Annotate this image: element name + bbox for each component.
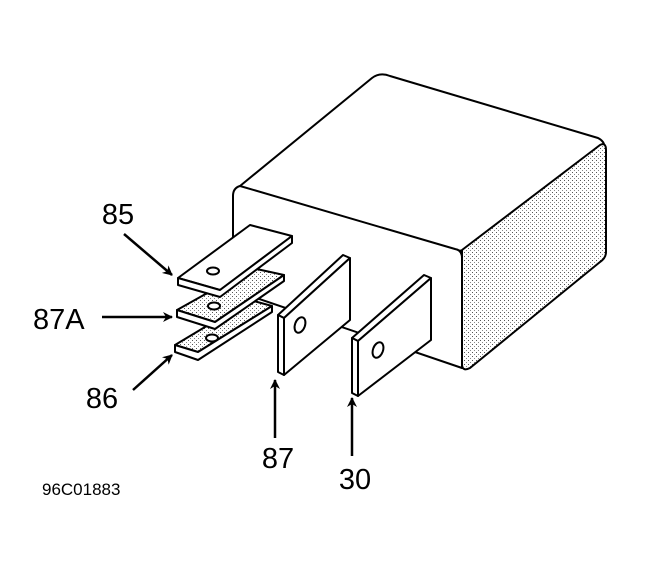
label-85: 85: [102, 199, 134, 231]
label-87a: 87A: [33, 304, 85, 336]
terminal-85: [177, 224, 293, 298]
terminal-30: [351, 274, 432, 397]
callout-arrows: [102, 233, 357, 456]
label-87: 87: [262, 443, 294, 475]
terminal-86: [174, 299, 273, 361]
label-86: 86: [86, 383, 118, 415]
arrow-86: [132, 354, 173, 391]
label-30: 30: [339, 464, 371, 496]
figure-code: 96C01883: [42, 480, 120, 499]
arrow-85: [123, 233, 173, 276]
housing-side-face: [461, 143, 607, 371]
terminal-87: [277, 254, 351, 376]
terminal-87a: [176, 267, 285, 330]
